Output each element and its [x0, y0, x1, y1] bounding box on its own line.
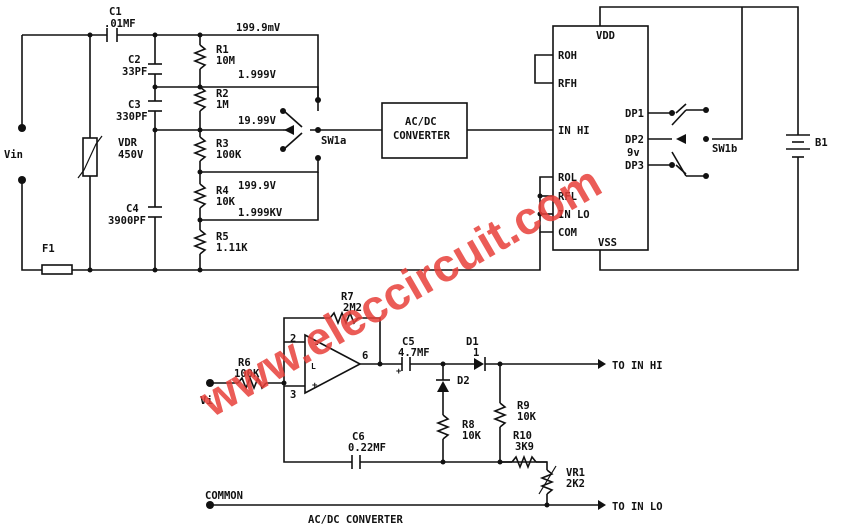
r4-value: 10K: [216, 196, 236, 208]
watermark-text: www.eleccircuit.com: [190, 155, 609, 427]
converter-line2: CONVERTER: [393, 130, 451, 142]
ic-pin-roh: ROH: [558, 50, 577, 62]
range-label-1: 199.9mV: [236, 22, 281, 34]
vdr-symbol: [77, 135, 103, 179]
r1-label: R1: [216, 44, 229, 56]
r5-value: 1.11K: [216, 242, 248, 254]
c2-value: 33PF: [122, 66, 147, 78]
adc-ic-block: [552, 25, 649, 251]
vdr-value: 450V: [118, 149, 144, 161]
range-label-2: 1.999V: [238, 69, 277, 81]
d2-label: D2: [457, 375, 470, 387]
c6-label: C6: [352, 431, 365, 443]
top-junctions: [18, 32, 709, 273]
c3-label: C3: [128, 99, 141, 111]
r1-value: 10M: [216, 55, 235, 67]
sw1b-label: SW1b: [712, 143, 737, 155]
bottom-junctions: - + L +: [206, 340, 550, 509]
vr1-value: 2K2: [566, 478, 585, 490]
sw1a-label: SW1a: [321, 135, 346, 147]
ic-pin-rfh: RFH: [558, 78, 577, 90]
r6-value: 100K: [234, 368, 260, 380]
range-label-4: 199.9V: [238, 180, 277, 192]
r10-value: 3K9: [515, 441, 534, 453]
ic-pin-com: COM: [558, 227, 577, 239]
c5-value: 4.7MF: [398, 347, 430, 359]
r2-label: R2: [216, 88, 229, 100]
ic-pin-in-lo: IN LO: [558, 209, 590, 221]
vr1-label: VR1: [566, 467, 585, 479]
common-label: COMMON: [205, 490, 243, 502]
ic-pin-rfl: RFL: [558, 191, 577, 203]
svg-text:-: -: [314, 340, 319, 350]
ic-pin-dp2: DP2: [625, 134, 644, 146]
r7-value: 2M2: [343, 302, 362, 314]
r8-value: 10K: [462, 430, 482, 442]
r7-label: R7: [341, 291, 354, 303]
range-label-5: 1.999KV: [238, 207, 283, 219]
vi-label: Vi: [200, 395, 213, 407]
r5-label: R5: [216, 231, 229, 243]
r4-label: R4: [216, 185, 229, 197]
svg-text:L: L: [311, 362, 316, 371]
ic-vdd-label: VDD: [596, 30, 615, 42]
b1-label: B1: [815, 137, 828, 149]
range-label-3: 19.99V: [238, 115, 277, 127]
c6-value: 0.22MF: [348, 442, 386, 454]
ic-pin-dp1: DP1: [625, 108, 644, 120]
r6-label: R6: [238, 357, 251, 369]
c2-label: C2: [128, 54, 141, 66]
c3-value: 330PF: [116, 111, 148, 123]
c5-label: C5: [402, 336, 415, 348]
converter-caption: AC/DC CONVERTER: [308, 514, 404, 526]
ic-pin-dp3: DP3: [625, 160, 644, 172]
c4-label: C4: [126, 203, 139, 215]
to-in-lo-label: TO IN LO: [612, 501, 663, 513]
converter-block: [381, 102, 468, 159]
converter-line1: AC/DC: [405, 116, 437, 128]
ic-vss-label: VSS: [598, 237, 617, 249]
d1-label: D1: [466, 336, 479, 348]
r8-label: R8: [462, 419, 475, 431]
vdr-label: VDR: [118, 137, 138, 149]
r10-label: R10: [513, 430, 532, 442]
r2-value: 1M: [216, 99, 229, 111]
r3-label: R3: [216, 138, 229, 150]
c1-value: .01MF: [104, 18, 136, 30]
r9-value: 10K: [517, 411, 537, 423]
c4-value: 3900PF: [108, 215, 146, 227]
d1-value: 1: [473, 347, 479, 359]
opamp-pin-2: 2: [290, 333, 296, 345]
r3-value: 100K: [216, 149, 242, 161]
svg-text:+: +: [396, 367, 402, 377]
ic-pin-in-hi: IN HI: [558, 125, 590, 137]
r9-label: R9: [517, 400, 530, 412]
opamp-pin-6: 6: [362, 350, 368, 362]
opamp-pin-3: 3: [290, 389, 296, 401]
vin-label: Vin: [4, 149, 23, 161]
c1-label: C1: [109, 6, 122, 18]
ic-pin-9v: 9v: [627, 147, 640, 159]
top-wires: [21, 6, 810, 275]
to-in-hi-label: TO IN HI: [612, 360, 663, 372]
ic-pin-rol: ROL: [558, 172, 577, 184]
svg-text:+: +: [312, 381, 318, 391]
f1-label: F1: [42, 243, 55, 255]
